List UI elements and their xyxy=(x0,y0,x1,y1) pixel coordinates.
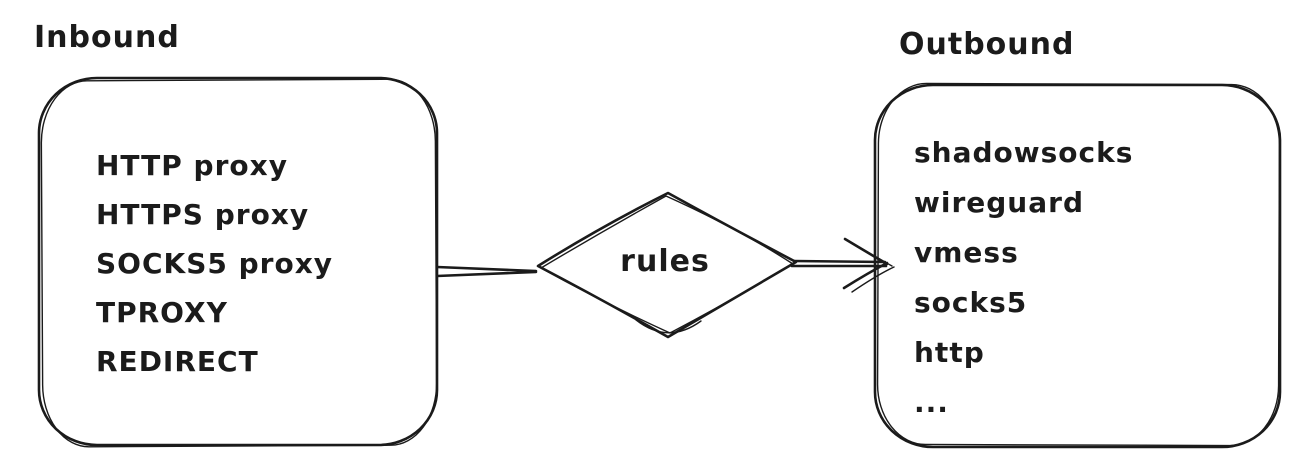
outbound-title: Outbound xyxy=(899,27,1075,62)
outbound-item-ellipsis: ... xyxy=(914,386,949,419)
inbound-box xyxy=(37,76,439,448)
inbound-list: HTTP proxy HTTPS proxy SOCKS5 proxy TPRO… xyxy=(96,141,333,386)
inbound-item-https-proxy: HTTPS proxy xyxy=(96,198,310,231)
outbound-item-shadowsocks: shadowsocks xyxy=(914,136,1134,169)
inbound-title: Inbound xyxy=(34,20,180,55)
rules-to-outbound-arrow xyxy=(790,237,895,293)
inbound-to-rules-connector xyxy=(435,265,538,278)
rules-label: rules xyxy=(620,244,710,279)
inbound-item-redirect: REDIRECT xyxy=(96,345,259,378)
outbound-item-vmess: vmess xyxy=(914,236,1019,269)
inbound-item-socks5-proxy: SOCKS5 proxy xyxy=(96,247,334,280)
inbound-item-http-proxy: HTTP proxy xyxy=(96,149,288,182)
outbound-list: shadowsocks wireguard vmess socks5 http … xyxy=(914,128,1133,428)
outbound-item-wireguard: wireguard xyxy=(914,186,1084,219)
outbound-item-http: http xyxy=(914,336,985,369)
arrowhead-icon xyxy=(842,237,895,293)
inbound-item-tproxy: TPROXY xyxy=(96,296,228,329)
outbound-item-socks5: socks5 xyxy=(914,286,1028,319)
